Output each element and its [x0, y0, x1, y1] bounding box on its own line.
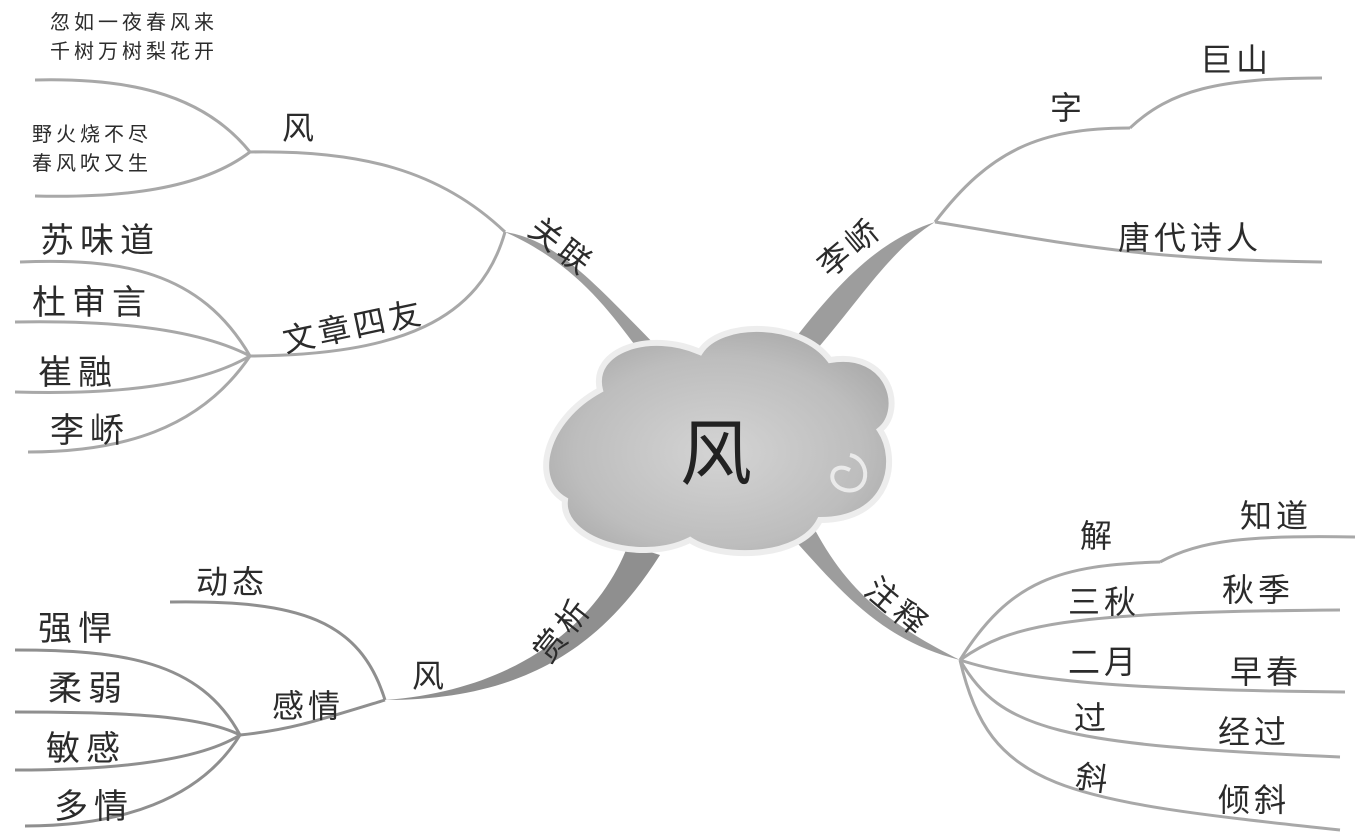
ganqing-label: 感情: [272, 687, 345, 725]
member-cuirong: 崔融: [38, 353, 118, 393]
cloud-shape: [543, 325, 895, 557]
poem1-line1: 忽如一夜春风来: [50, 10, 218, 34]
zhushi-meaning-5: 倾斜: [1218, 781, 1291, 819]
branch-liqiao: [790, 222, 935, 355]
zhushi-meaning-3: 早春: [1230, 653, 1303, 691]
branch-shangxi: [385, 545, 660, 700]
dongtai-label: 动态: [196, 563, 269, 601]
zi-value: 巨山: [1200, 41, 1273, 79]
member-liqiao: 李峤: [50, 411, 130, 451]
zhushi-word-5: 斜: [1073, 757, 1115, 800]
zhushi-word-1: 解: [1080, 517, 1117, 555]
ganqing-item-2: 柔弱: [48, 669, 128, 709]
zhushi-meaning-1: 知道: [1240, 497, 1313, 535]
ganqing-item-3: 敏感: [46, 729, 126, 769]
liqiao-desc: 唐代诗人: [1118, 219, 1263, 257]
center-topic: 风: [680, 412, 753, 496]
zhushi-word-4: 过: [1074, 699, 1111, 737]
poem1: 忽如一夜春风来 千树万树梨花开: [50, 8, 218, 66]
branch-zhushi: [790, 530, 960, 660]
zhushi-word-2: 三秋: [1068, 583, 1141, 621]
poem2: 野火烧不尽 春风吹又生: [32, 120, 152, 178]
poem2-line1: 野火烧不尽: [32, 122, 152, 146]
member-suweidao: 苏味道: [40, 221, 160, 261]
branch-guanlian: [505, 232, 672, 370]
member-dushenyan: 杜审言: [32, 283, 152, 323]
ganqing-item-1: 强悍: [38, 609, 118, 649]
zhushi-word-3: 二月: [1068, 643, 1141, 681]
zi-label: 字: [1050, 89, 1087, 127]
ganqing-item-4: 多情: [54, 787, 134, 827]
guanlian-feng-label: 风: [282, 109, 319, 147]
poem2-line2: 春风吹又生: [32, 151, 152, 175]
shangxi-feng-label: 风: [412, 657, 449, 695]
zhushi-meaning-2: 秋季: [1222, 571, 1295, 609]
poem1-line2: 千树万树梨花开: [50, 39, 218, 63]
zhushi-meaning-4: 经过: [1218, 713, 1291, 751]
